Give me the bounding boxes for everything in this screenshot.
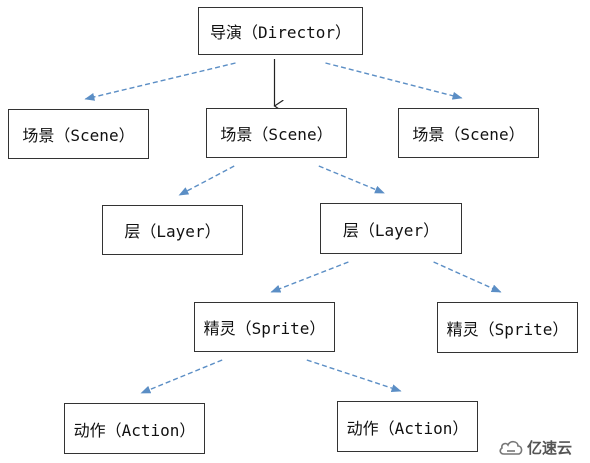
edge-sprite-left-to-action-right [306,359,402,392]
action-left-node: 动作（Action） [64,403,205,454]
edge-scene-center-to-layer-left [178,165,235,196]
edge-layer-right-to-sprite-right [433,261,502,293]
edge-director-to-scene-right [325,62,463,100]
scene-left-node: 场景（Scene） [8,109,149,159]
cloud-logo-icon [499,440,523,455]
action-right-node: 动作（Action） [337,401,478,452]
scene-center-node: 场景（Scene） [206,108,347,158]
edge-scene-center-to-layer-right [318,165,385,194]
edge-sprite-left-to-action-left [140,359,223,394]
watermark: 亿速云 [498,437,572,458]
director-node: 导演（Director） [198,7,363,55]
layer-left-node: 层（Layer） [102,205,243,255]
sprite-left-node: 精灵（Sprite） [194,302,335,352]
edge-director-to-scene-left [84,62,236,101]
scene-right-node: 场景（Scene） [398,108,539,158]
layer-right-node: 层（Layer） [320,203,462,254]
watermark-text: 亿速云 [527,439,573,457]
sprite-right-node: 精灵（Sprite） [437,302,578,353]
edge-layer-right-to-sprite-left [270,261,349,293]
